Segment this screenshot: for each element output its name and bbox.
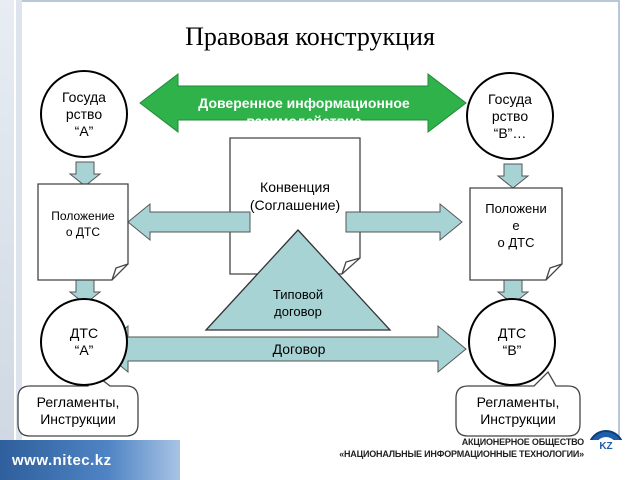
tsp-b-label: ДТС “В” (497, 325, 527, 358)
left-link-arrow (127, 202, 251, 242)
tsp-a-circle: ДТС “А” (40, 298, 128, 386)
rules-a-label: Регламенты, Инструкции (36, 394, 120, 427)
contract-arrow (99, 324, 467, 374)
state-b-label: Госуда рство “В”… (488, 90, 532, 141)
right-link-arrow (345, 202, 463, 242)
footer-url-link[interactable]: www.nitec.kz (0, 440, 180, 480)
rules-a-bubble (17, 370, 139, 437)
down-arrow-b-1 (496, 163, 530, 189)
logo-text: KZ (599, 441, 613, 452)
tsp-b-circle: ДТС “В” (468, 298, 556, 386)
state-a-circle: Госуда рство “А” (40, 70, 128, 158)
company-line-2: «НАЦИОНАЛЬНЫЕ ИНФОРМАЦИОННЫЕ ТЕХНОЛОГИИ» (339, 449, 584, 459)
regulation-b-label: Положени е о ДТС (485, 201, 547, 250)
down-arrow-a-1 (68, 161, 102, 187)
tsp-a-label: ДТС “А” (69, 325, 99, 358)
contract-label: Договор (272, 341, 326, 357)
rules-b-label: Регламенты, Инструкции (476, 394, 560, 427)
regulation-a-document (37, 183, 129, 281)
top-border (22, 0, 620, 2)
regulation-a-label: Положение о ДТС (51, 209, 115, 239)
right-border (618, 0, 620, 440)
state-b-circle: Госуда рство “В”… (466, 72, 554, 160)
convention-document (229, 137, 361, 275)
trusted-exchange-arrow (139, 72, 467, 134)
convention-label: Конвенция (Соглашение) (249, 179, 341, 213)
company-name: АКЦИОНЕРНОЕ ОБЩЕСТВО «НАЦИОНАЛЬНЫЕ ИНФОР… (318, 436, 584, 460)
trusted-exchange-label: Доверенное информационное взаимодействие (198, 95, 410, 129)
rules-b-bubble (455, 370, 581, 437)
left-decor-bar (0, 0, 14, 440)
company-line-1: АКЦИОНЕРНОЕ ОБЩЕСТВО (461, 437, 584, 447)
standard-contract-label: Типовой договор (272, 287, 324, 319)
state-a-label: Госуда рство “А” (62, 88, 106, 139)
left-decor-bar-2 (16, 0, 22, 440)
regulation-b-document (469, 187, 563, 281)
slide-title: Правовая конструкция (185, 22, 435, 51)
standard-contract-triangle (204, 229, 392, 331)
